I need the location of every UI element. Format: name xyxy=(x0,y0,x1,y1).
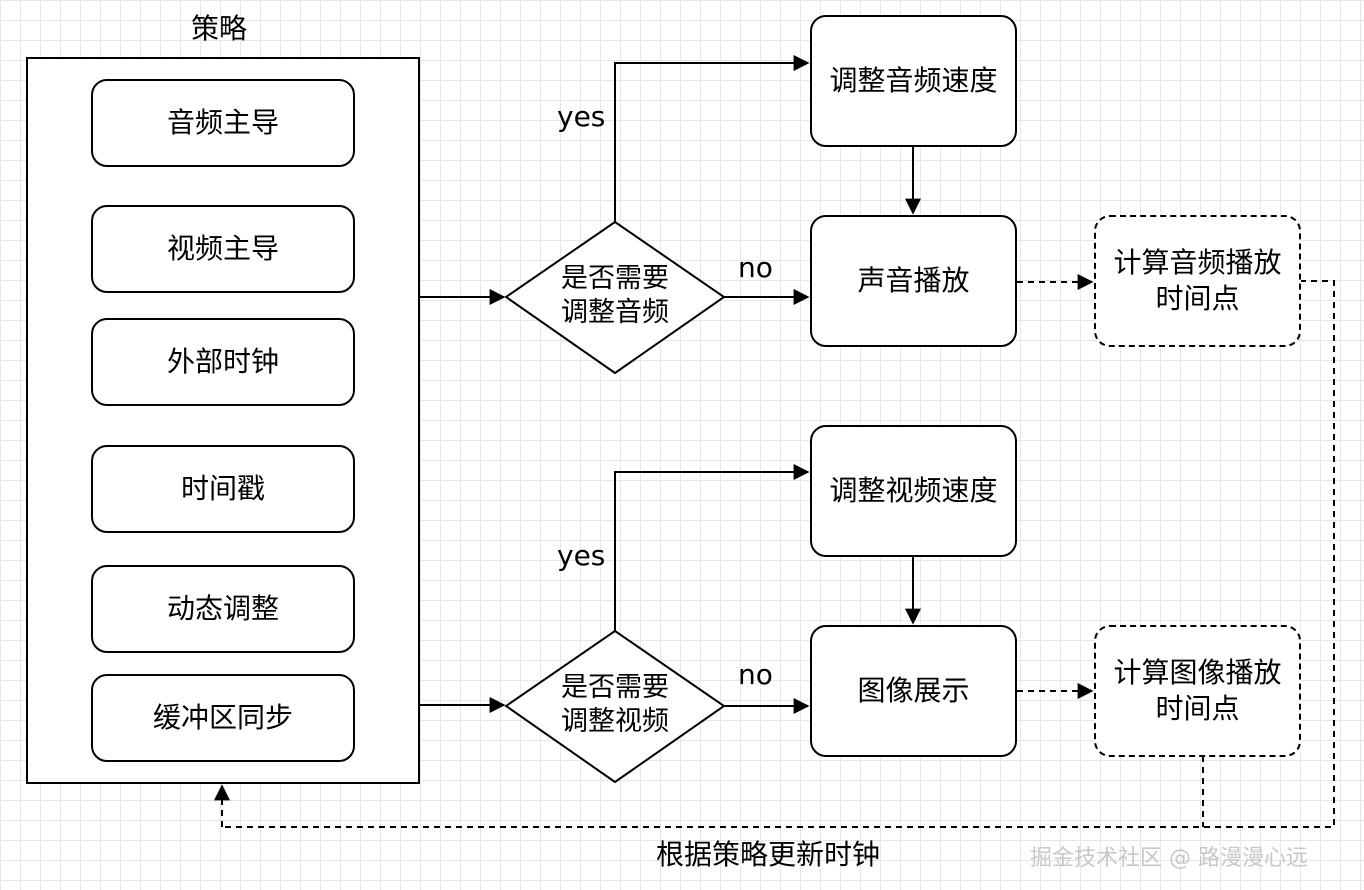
calc-video-line-1: 计算图像播放 xyxy=(1113,656,1282,689)
strategy-item-video-master[interactable]: 视频主导 xyxy=(91,205,355,293)
calc-video-time-box[interactable]: 计算图像播放 时间点 xyxy=(1094,625,1301,757)
audio-decision-diamond xyxy=(504,220,726,375)
strategy-item-audio-master[interactable]: 音频主导 xyxy=(91,79,355,167)
audio-no-label: no xyxy=(738,251,773,284)
strategy-item-external-clock[interactable]: 外部时钟 xyxy=(91,318,355,406)
calc-audio-time-box[interactable]: 计算音频播放 时间点 xyxy=(1094,215,1301,347)
strategy-container xyxy=(26,57,420,784)
calc-audio-line-1: 计算音频播放 xyxy=(1113,246,1282,279)
audio-play-box[interactable]: 声音播放 xyxy=(810,215,1017,347)
video-yes-label: yes xyxy=(557,539,606,572)
video-decision-line-2: 调整视频 xyxy=(561,706,669,737)
adjust-video-speed-box[interactable]: 调整视频速度 xyxy=(810,425,1017,557)
audio-decision-text: 是否需要 调整音频 xyxy=(530,262,700,330)
video-display-box[interactable]: 图像展示 xyxy=(810,625,1017,757)
audio-decision-line-2: 调整音频 xyxy=(561,297,669,328)
video-decision-diamond xyxy=(504,629,726,784)
audio-decision-line-1: 是否需要 xyxy=(561,263,669,294)
feedback-label: 根据策略更新时钟 xyxy=(656,838,881,871)
strategy-title: 策略 xyxy=(191,12,248,45)
audio-yes-label: yes xyxy=(557,100,606,133)
calc-audio-line-2: 时间点 xyxy=(1155,282,1240,315)
video-decision-line-1: 是否需要 xyxy=(561,672,669,703)
strategy-item-dynamic-adjust[interactable]: 动态调整 xyxy=(91,565,355,653)
calc-video-line-2: 时间点 xyxy=(1155,692,1240,725)
watermark: 掘金技术社区 @ 路漫漫心远 xyxy=(1030,846,1308,871)
adjust-audio-speed-box[interactable]: 调整音频速度 xyxy=(810,15,1017,147)
feedback-audio-line xyxy=(222,280,1335,828)
arrow-audio-yes xyxy=(614,55,810,222)
video-no-label: no xyxy=(738,658,773,691)
strategy-item-timestamp[interactable]: 时间戳 xyxy=(91,445,355,533)
arrow-video-yes xyxy=(614,464,810,631)
video-decision-text: 是否需要 调整视频 xyxy=(530,671,700,739)
strategy-item-buffer-sync[interactable]: 缓冲区同步 xyxy=(91,674,355,762)
